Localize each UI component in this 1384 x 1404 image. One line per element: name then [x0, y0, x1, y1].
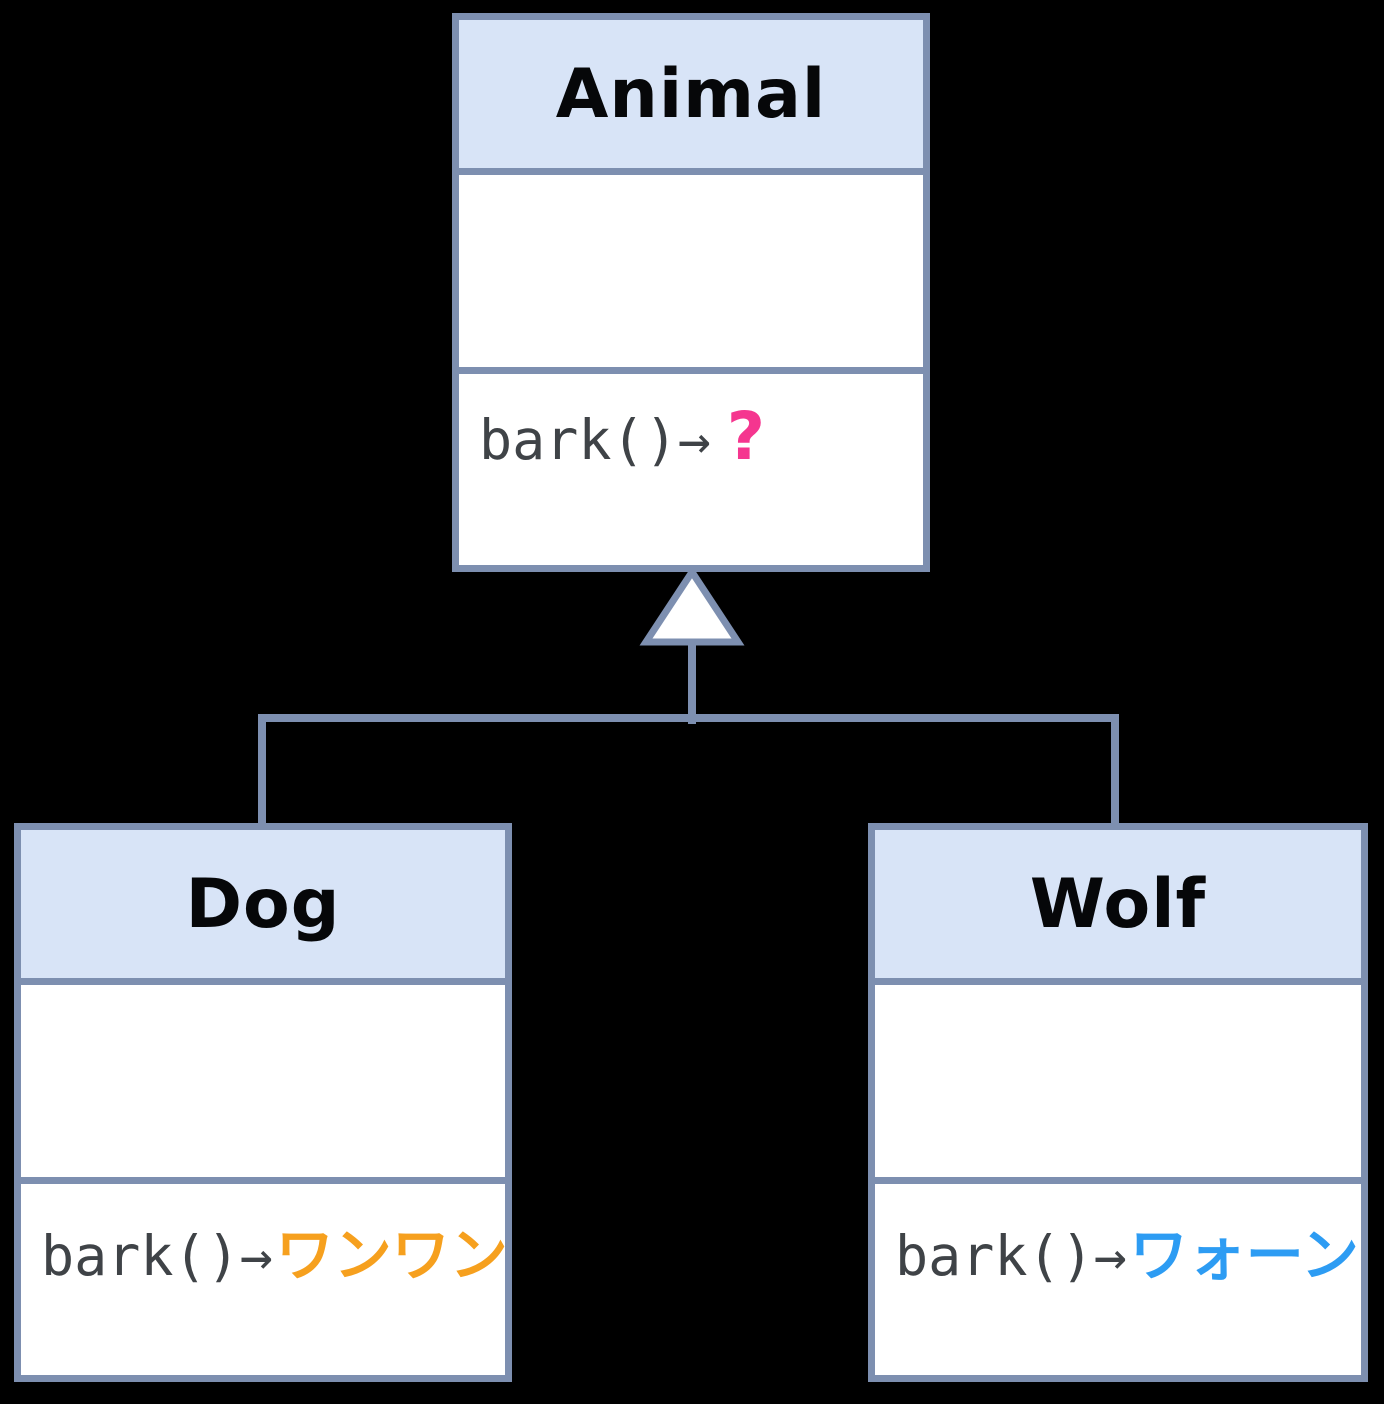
methods-section-dog: bark()→ワンワン — [21, 1184, 505, 1375]
class-box-animal: Animal bark()→? — [452, 13, 930, 572]
methods-section-wolf: bark()→ワォーン — [875, 1184, 1361, 1375]
class-box-wolf: Wolf bark()→ワォーン — [868, 823, 1368, 1382]
methods-section-animal: bark()→? — [459, 374, 923, 565]
attributes-section-animal — [459, 175, 923, 374]
method-result-dog: ワンワン — [275, 1221, 505, 1289]
method-result-animal: ? — [726, 398, 766, 475]
class-name-dog: Dog — [185, 864, 341, 944]
attributes-section-dog — [21, 985, 505, 1184]
class-name-animal: Animal — [555, 54, 827, 134]
class-box-dog: Dog bark()→ワンワン — [14, 823, 512, 1382]
class-name-wolf: Wolf — [1029, 864, 1207, 944]
method-signature-wolf: bark()→ — [895, 1224, 1127, 1288]
method-signature-animal: bark()→ — [479, 408, 711, 472]
attributes-section-wolf — [875, 985, 1361, 1184]
class-header-dog: Dog — [21, 830, 505, 985]
hollow-triangle-icon — [639, 565, 745, 646]
class-header-animal: Animal — [459, 20, 923, 175]
connector-branch-line — [258, 714, 1119, 827]
method-signature-dog: bark()→ — [41, 1224, 273, 1288]
class-header-wolf: Wolf — [875, 830, 1361, 985]
method-result-wolf: ワォーン — [1129, 1221, 1359, 1289]
